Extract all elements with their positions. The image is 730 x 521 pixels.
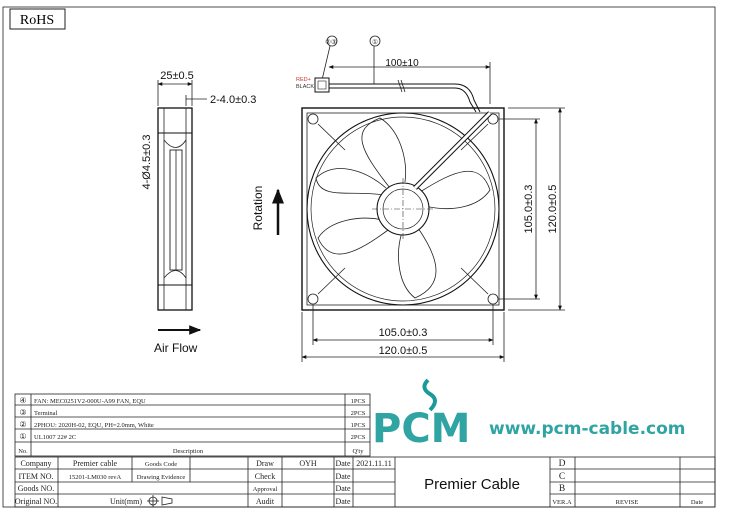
bom-header-desc: Description bbox=[173, 448, 204, 455]
bom-row-no: ④ bbox=[19, 396, 26, 405]
title-block: Company Premier cable Goods Code ITEM NO… bbox=[14, 456, 716, 508]
wire-black-label: BLACK- bbox=[296, 84, 316, 90]
bom-row-no: ① bbox=[19, 432, 26, 441]
tb-date-label: Date bbox=[335, 497, 351, 506]
tb-approval-label: Approval bbox=[253, 486, 278, 493]
pcm-url-text: www.pcm-cable.com bbox=[489, 419, 686, 439]
tb-rev-b: B bbox=[559, 484, 565, 494]
tb-unit-label: Unit(mm) bbox=[110, 497, 142, 506]
rohs-badge: RoHS bbox=[9, 8, 66, 30]
projection-symbol-icon bbox=[147, 495, 173, 507]
bom-row-qty: 2PCS bbox=[351, 410, 366, 417]
bom-row-desc: FAN: MEC0251V2-000U-A99 FAN, EQU bbox=[34, 398, 146, 405]
tb-date-label: Date bbox=[335, 459, 351, 468]
bom-row-qty: 1PCS bbox=[351, 422, 366, 429]
dim-thickness: 25±0.5 bbox=[160, 70, 194, 82]
bom-table: ④ FAN: MEC0251V2-000U-A99 FAN, EQU 1PCS … bbox=[14, 393, 371, 457]
tb-revise-label: REVISE bbox=[616, 499, 639, 506]
airflow-indicator: Air Flow bbox=[154, 325, 202, 355]
tb-draw-label: Draw bbox=[256, 459, 274, 468]
airflow-label: Air Flow bbox=[154, 341, 198, 355]
fan-side-view: 25±0.5 2-4.0±0.3 4-Ø4.5±0.3 bbox=[141, 70, 256, 311]
fan-front-view bbox=[301, 107, 505, 311]
dim-holes: 4-Ø4.5±0.3 bbox=[141, 135, 153, 190]
tb-date2-label: Date bbox=[691, 499, 703, 506]
tb-date-label: Date bbox=[335, 484, 351, 493]
tb-check-label: Check bbox=[255, 472, 275, 481]
front-dims-vertical: 105.0±0.3 120.0±0.5 bbox=[499, 107, 565, 311]
tb-date-label: Date bbox=[335, 472, 351, 481]
bom-row-desc: UL1007 22# 2C bbox=[34, 434, 76, 441]
tb-company-value: Premier cable bbox=[73, 459, 118, 468]
dim-cable-length: 100±10 bbox=[385, 58, 419, 69]
tb-date-value: 2021.11.11 bbox=[356, 459, 391, 468]
tb-rev-c: C bbox=[559, 472, 565, 482]
pcm-logo: PCM www.pcm-cable.com bbox=[372, 378, 686, 452]
cable-assembly: RED+ BLACK- 100±10 bbox=[296, 58, 491, 113]
bom-header-qty: Q'ty bbox=[353, 448, 365, 455]
tb-goods-code-label: Goods Code bbox=[145, 461, 177, 468]
dim-size-h: 120.0±0.5 bbox=[379, 345, 428, 357]
tb-goods-label: Goods NO. bbox=[18, 484, 54, 493]
tb-item-value: 15201-LM030 revA bbox=[69, 474, 122, 481]
bom-header-no: No. bbox=[18, 448, 28, 455]
tb-company-big: Premier Cable bbox=[424, 476, 520, 493]
tb-rev-d: D bbox=[559, 459, 566, 469]
bom-row-no: ③ bbox=[19, 408, 26, 417]
tb-item-label: ITEM NO. bbox=[18, 472, 53, 481]
bom-row-qty: 1PCS bbox=[351, 398, 366, 405]
dim-hole-spacing-h: 105.0±0.3 bbox=[379, 327, 428, 339]
rohs-text: RoHS bbox=[20, 13, 54, 28]
rotation-label: Rotation bbox=[251, 186, 265, 231]
bom-row-no: ② bbox=[19, 420, 26, 429]
dim-hole-spacing-v: 105.0±0.3 bbox=[523, 185, 535, 234]
dim-size-v: 120.0±0.5 bbox=[547, 185, 559, 234]
callout-1: ① bbox=[372, 38, 378, 46]
dim-flange: 2-4.0±0.3 bbox=[210, 94, 256, 106]
callout-23: ②③ bbox=[325, 38, 337, 46]
callout-balloons: ②③ ① bbox=[321, 35, 381, 84]
bom-row-qty: 2PCS bbox=[351, 434, 366, 441]
pcm-brand-text: PCM bbox=[372, 406, 470, 452]
bom-row-desc: 2PHOU: 2020H-02, EQU, PH=2.0mm, White bbox=[34, 422, 154, 429]
tb-company-label: Company bbox=[20, 459, 51, 468]
tb-original-label: Original NO. bbox=[15, 497, 57, 506]
wire-red-label: RED+ bbox=[296, 77, 311, 83]
tb-audit-label: Audit bbox=[256, 497, 275, 506]
tb-draw-value: OYH bbox=[299, 459, 317, 468]
front-dims-horizontal: 105.0±0.3 120.0±0.5 bbox=[301, 305, 505, 362]
tb-ver-label: VER.A bbox=[552, 499, 572, 506]
rotation-indicator: Rotation bbox=[251, 186, 284, 235]
bom-row-desc: Terminal bbox=[34, 410, 58, 417]
tb-drawing-label: Drawing Evidence bbox=[137, 474, 186, 481]
